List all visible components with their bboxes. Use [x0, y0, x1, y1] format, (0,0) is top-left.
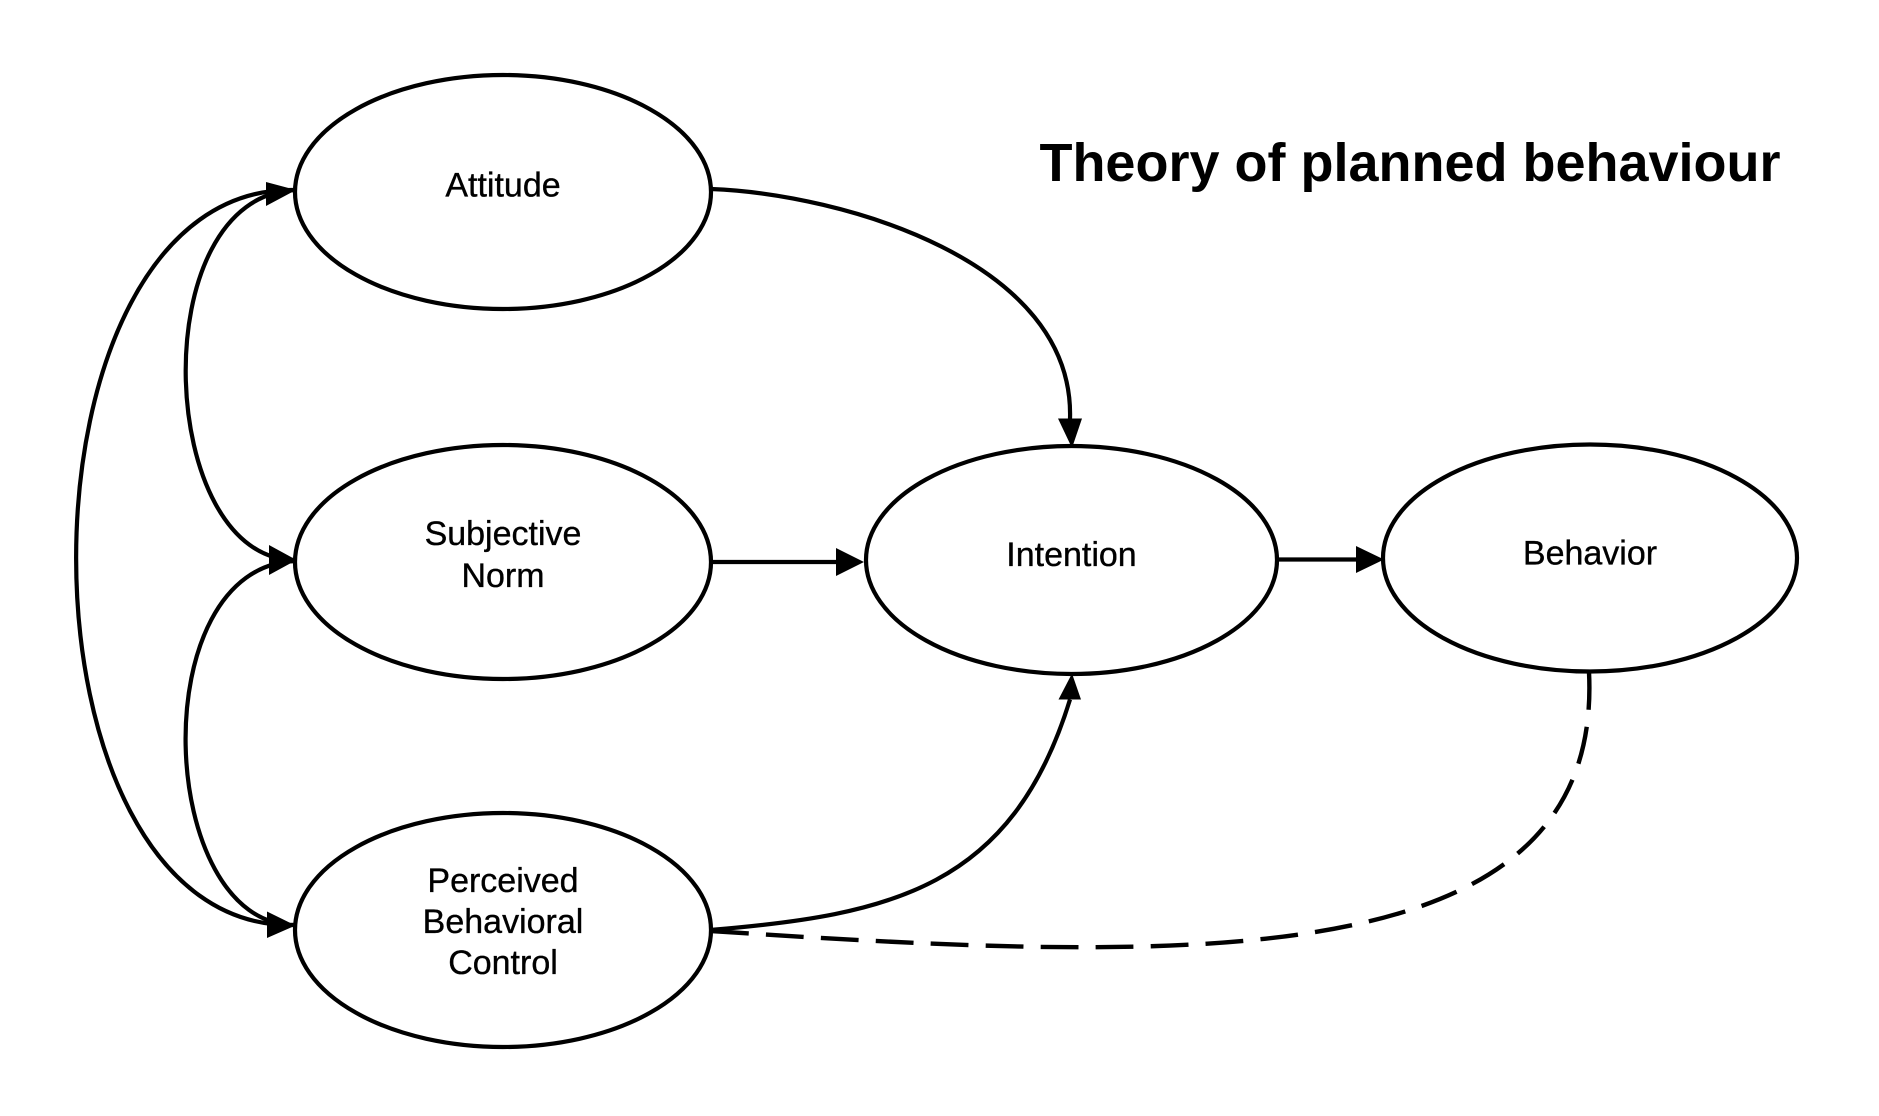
svg-text:Theory of planned behaviour: Theory of planned behaviour — [1039, 133, 1780, 193]
svg-text:Control: Control — [448, 944, 558, 982]
svg-text:Attitude: Attitude — [445, 167, 560, 205]
svg-text:Norm: Norm — [461, 557, 544, 595]
svg-text:Perceived: Perceived — [427, 862, 578, 900]
svg-text:Intention: Intention — [1006, 536, 1136, 574]
svg-text:Behavior: Behavior — [1523, 535, 1657, 573]
svg-text:Behavioral: Behavioral — [423, 903, 584, 941]
svg-text:Subjective: Subjective — [425, 515, 582, 553]
